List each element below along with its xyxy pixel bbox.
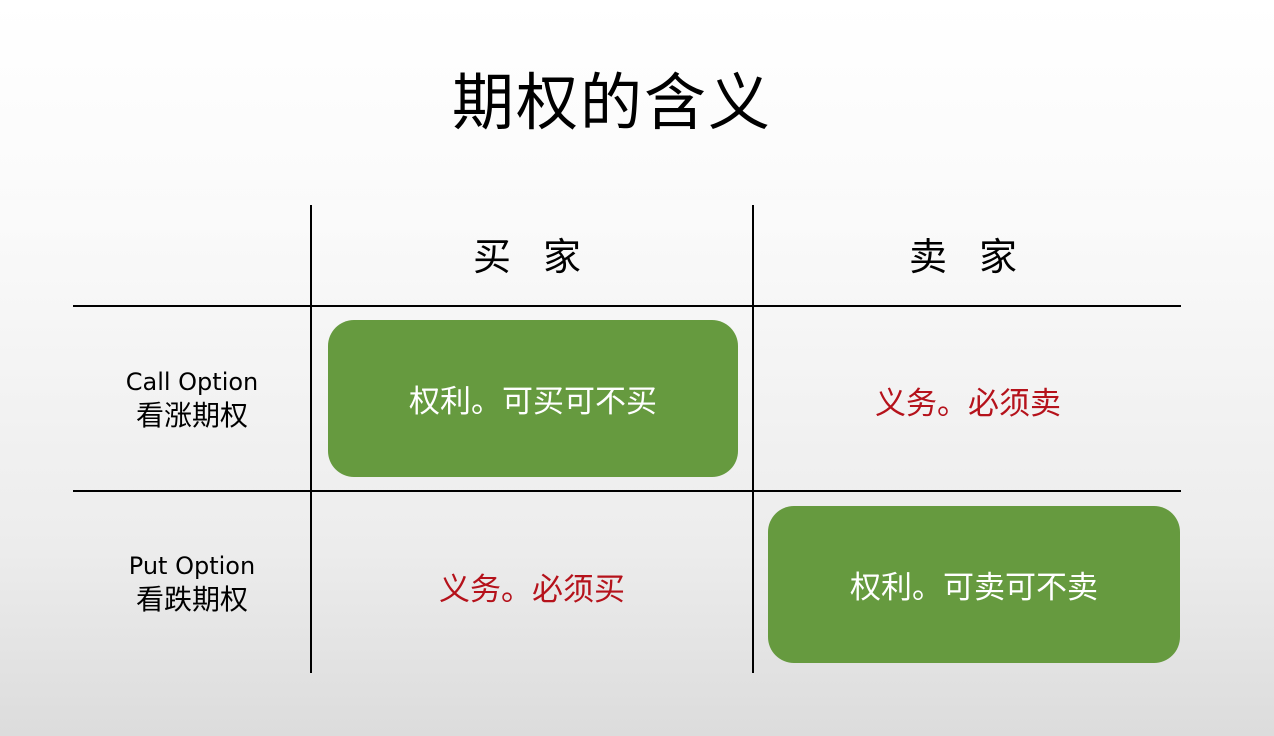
cell-put-buyer-obligation: 义务。必须买 [439,572,625,608]
table-divider-horizontal-1 [73,305,1181,307]
column-header-buyer: 买 家 [472,235,592,279]
row-header-put-option: Put Option 看跌期权 [73,550,311,618]
column-header-seller: 卖 家 [908,235,1028,279]
row-header-call-zh: 看涨期权 [135,399,248,432]
table-divider-vertical-1 [310,205,312,673]
cell-call-buyer-text: 权利。可买可不买 [409,384,657,420]
cell-put-seller-text: 权利。可卖可不卖 [850,570,1098,606]
table-divider-vertical-2 [752,205,754,673]
table-divider-horizontal-2 [73,490,1181,492]
cell-call-buyer-right: 权利。可买可不买 [328,320,738,477]
cell-put-seller-right: 权利。可卖可不卖 [768,506,1180,663]
row-header-put-zh: 看跌期权 [135,583,248,616]
cell-call-seller-obligation: 义务。必须卖 [875,386,1061,422]
row-header-call-option: Call Option 看涨期权 [73,366,311,434]
row-header-call-en: Call Option [125,368,259,396]
row-header-put-en: Put Option [128,552,256,580]
slide-title: 期权的含义 [451,66,772,139]
